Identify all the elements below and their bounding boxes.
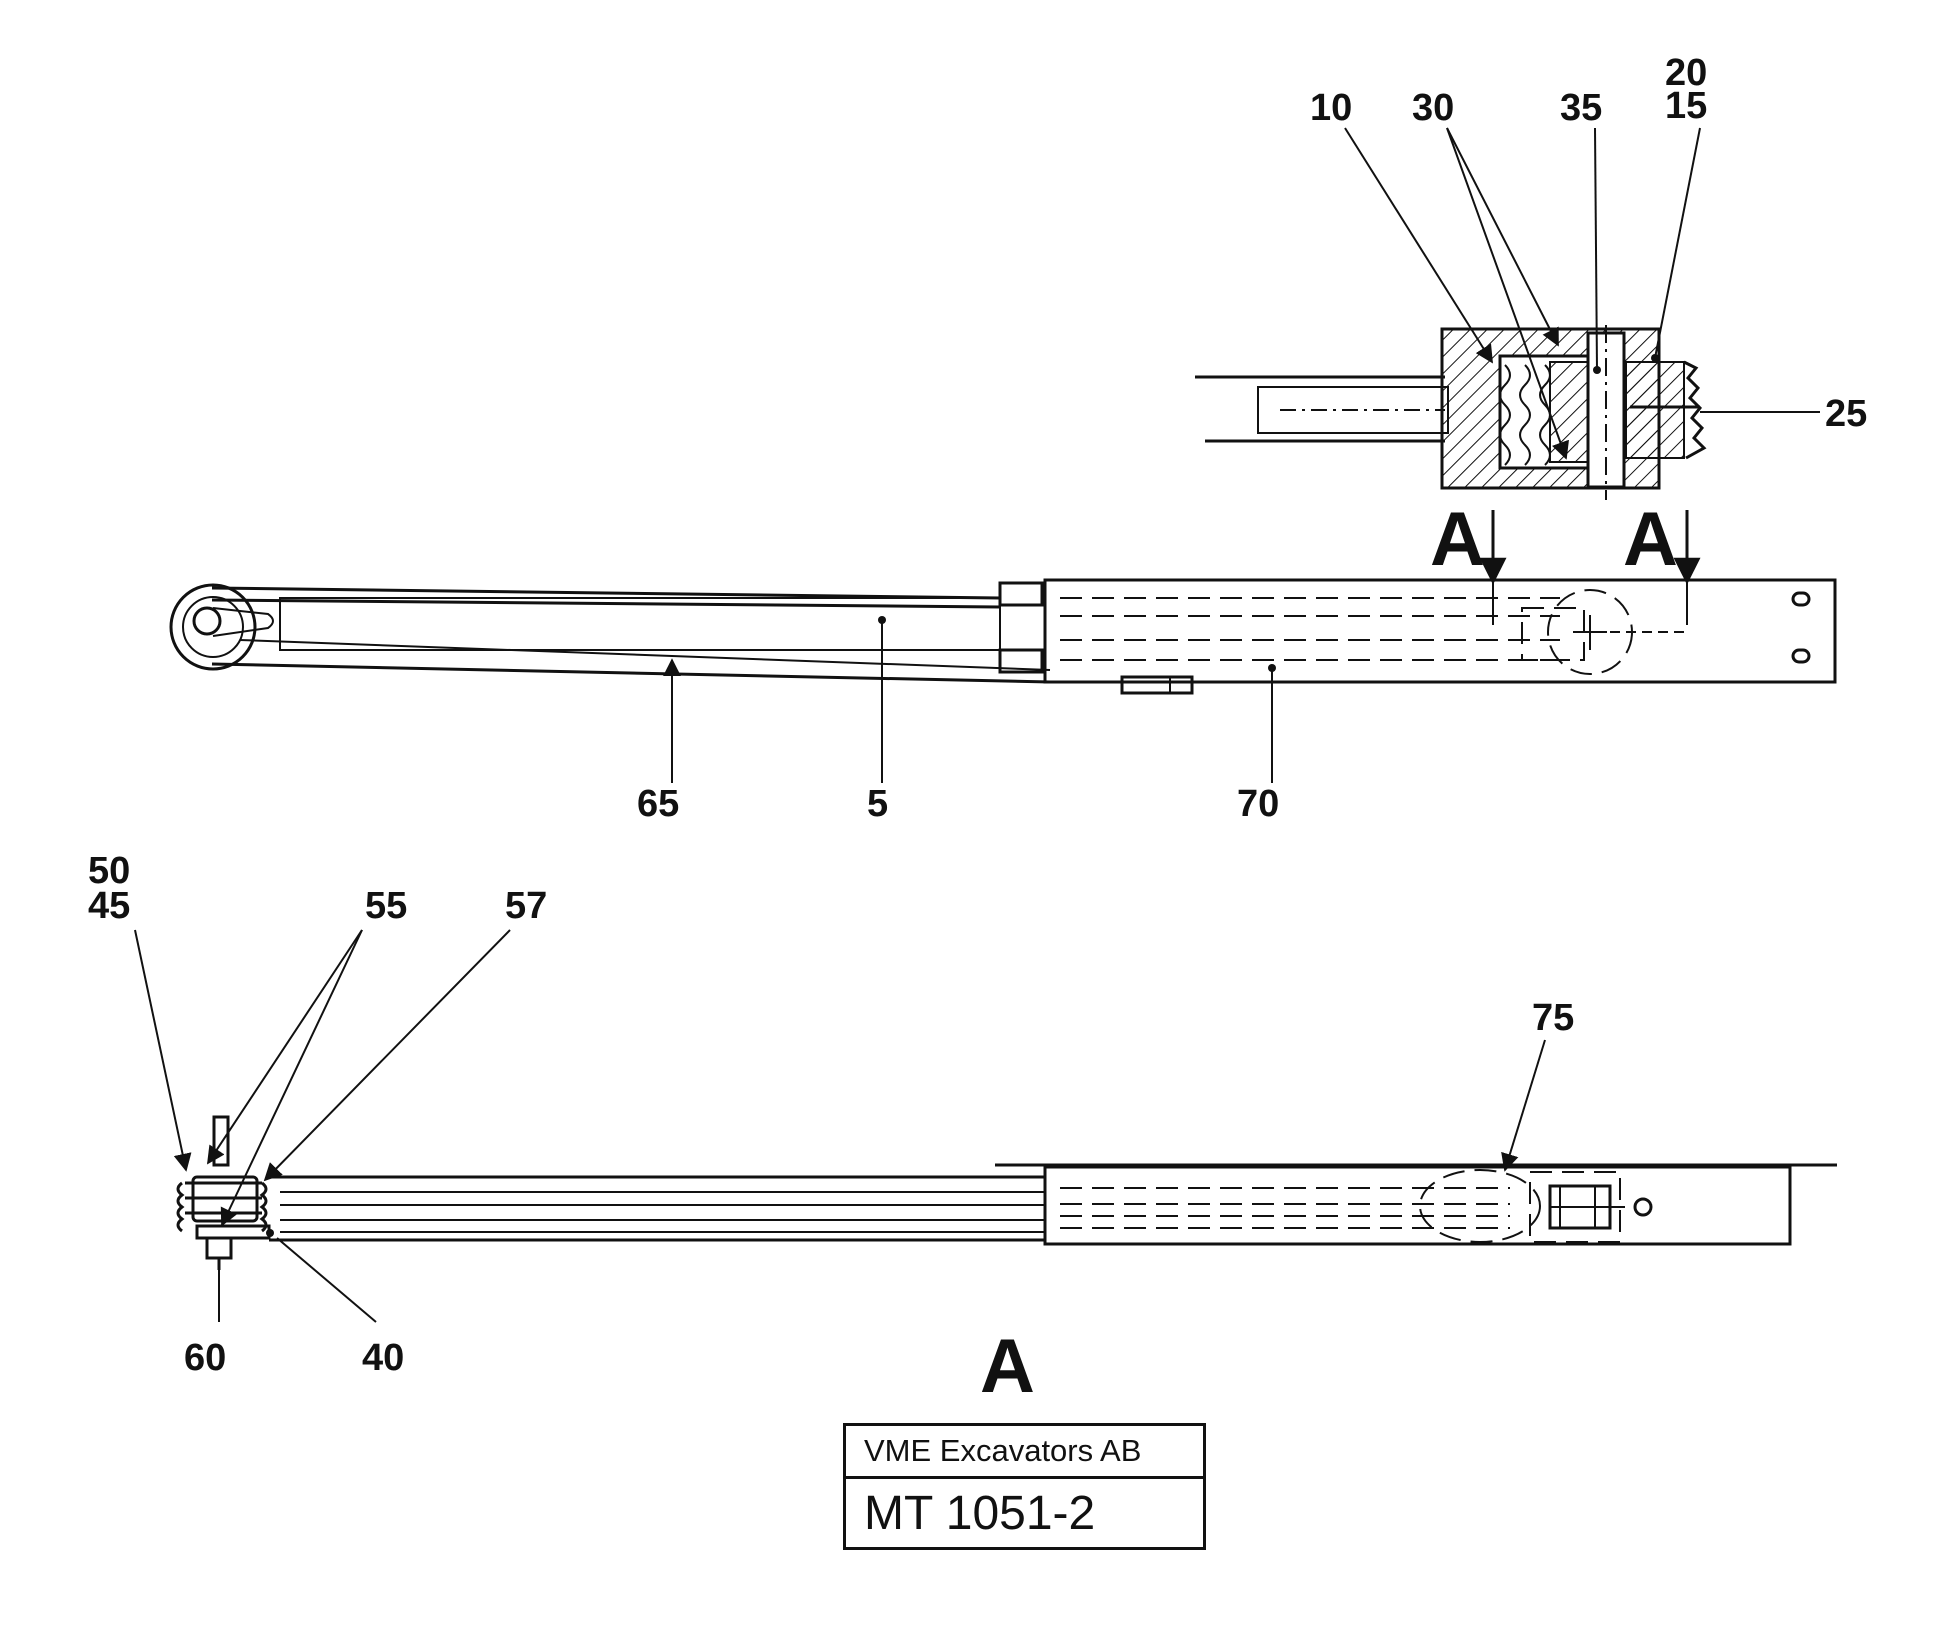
callout-65: 65 (637, 783, 679, 825)
callout-50: 50 (88, 850, 130, 892)
section-detail-view (1195, 325, 1820, 500)
view-a-assembly (176, 1115, 1837, 1270)
view-a-label: A (980, 1324, 1035, 1409)
callout-75: 75 (1532, 997, 1574, 1039)
callout-20: 20 (1665, 52, 1707, 94)
callout-55: 55 (365, 885, 407, 927)
company-name: VME Excavators AB (846, 1426, 1203, 1479)
callout-45: 45 (88, 885, 130, 927)
callout-labels: 10 30 35 20 15 25 65 5 70 50 45 55 57 75… (88, 52, 1867, 1379)
callout-35: 35 (1560, 87, 1602, 129)
callout-10: 10 (1310, 87, 1352, 129)
title-block: VME Excavators AB MT 1051-2 (843, 1423, 1206, 1550)
callout-57: 57 (505, 885, 547, 927)
drawing-number: MT 1051-2 (864, 1486, 1096, 1540)
callout-5: 5 (867, 783, 888, 825)
callout-70: 70 (1237, 783, 1279, 825)
section-marks: A A A (980, 497, 1678, 1409)
callout-60: 60 (184, 1337, 226, 1379)
side-view-assembly (169, 575, 1837, 695)
callout-40: 40 (362, 1337, 404, 1379)
callout-25: 25 (1825, 393, 1867, 435)
leader-lines (134, 127, 1701, 1323)
callout-15: 15 (1665, 85, 1707, 127)
section-mark-left: A (1430, 497, 1485, 582)
section-mark-right: A (1623, 497, 1678, 582)
callout-30: 30 (1412, 87, 1454, 129)
